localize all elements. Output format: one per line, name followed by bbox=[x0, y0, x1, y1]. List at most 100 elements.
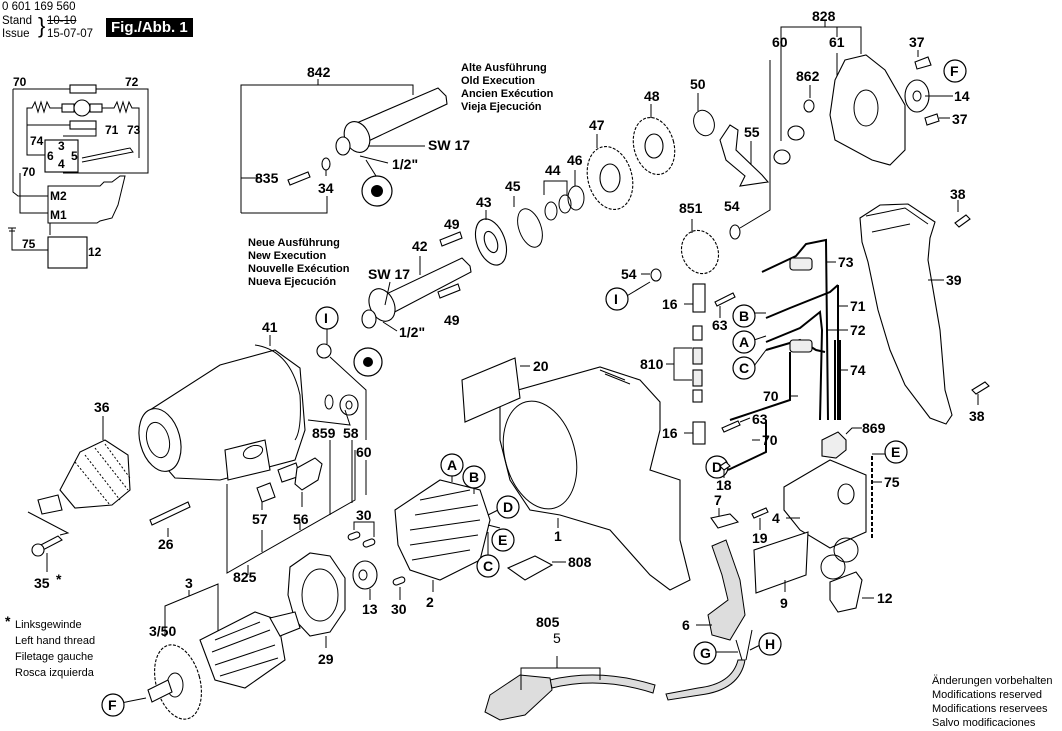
wire bbox=[63, 125, 97, 137]
label-18: 18 bbox=[716, 477, 732, 493]
footnote-fr: Filetage gauche bbox=[15, 651, 94, 663]
cord-wires bbox=[735, 629, 753, 661]
stand-value: 10-10 bbox=[47, 15, 77, 27]
callout-c-left-label: C bbox=[483, 558, 493, 574]
label-plate-20 bbox=[461, 357, 521, 423]
motor-symbol bbox=[73, 99, 91, 117]
field-windings bbox=[409, 489, 481, 561]
hex-socket-center-new bbox=[363, 357, 373, 367]
side-handle-group: 38 39 38 bbox=[859, 186, 990, 425]
label-3-50: 3/50 bbox=[149, 623, 176, 639]
washer-54-left bbox=[650, 268, 662, 282]
interference-suppressor bbox=[47, 236, 88, 269]
label-13: 13 bbox=[362, 601, 378, 617]
label-862: 862 bbox=[796, 68, 820, 84]
callout-c-left bbox=[476, 554, 500, 578]
leader-halfb bbox=[382, 321, 398, 332]
gear-housing-flange bbox=[829, 54, 906, 166]
wiring-label-12: 12 bbox=[88, 245, 102, 259]
leader-f bbox=[120, 697, 147, 704]
leader-a bbox=[753, 335, 767, 341]
callout-f-top-label: F bbox=[950, 63, 959, 79]
label-46: 46 bbox=[567, 152, 583, 168]
bushing-60a bbox=[787, 125, 805, 141]
label-56: 56 bbox=[293, 511, 309, 527]
old-execution-en: Old Execution bbox=[461, 75, 535, 87]
pin-30c bbox=[392, 576, 406, 586]
label-4: 4 bbox=[772, 510, 780, 526]
label-sw17-old: SW 17 bbox=[428, 137, 470, 153]
gear-housing-group: F 828 60 61 862 37 14 37 bbox=[772, 8, 970, 166]
screw-26 bbox=[149, 501, 191, 526]
spring-18 bbox=[719, 461, 731, 471]
resistor-72 bbox=[69, 84, 97, 94]
new-execution-es: Nueva Ejecución bbox=[248, 276, 337, 288]
label-49-bottom: 49 bbox=[444, 312, 460, 328]
circlip-44b bbox=[558, 194, 572, 214]
new-execution-fr: Nouvelle Exécution bbox=[248, 263, 350, 275]
armature-group: F 3 3/50 bbox=[101, 575, 301, 720]
leader-h bbox=[749, 644, 761, 651]
old-execution-note: Alte Ausführung Old Execution Ancien Exé… bbox=[461, 62, 553, 114]
bearing-13 bbox=[352, 560, 378, 590]
label-1: 1 bbox=[554, 528, 562, 544]
on-off-switch-4 bbox=[783, 459, 867, 549]
spindle-new-group: 42 49 49 SW 17 1/2" bbox=[353, 216, 472, 377]
callout-d-left-label: D bbox=[503, 499, 513, 515]
label-72: 72 bbox=[850, 322, 866, 338]
spindle-old-thread bbox=[335, 136, 351, 156]
label-44: 44 bbox=[545, 162, 561, 178]
washer-54-right bbox=[729, 224, 741, 240]
bracket-44 bbox=[543, 180, 568, 195]
label-26: 26 bbox=[158, 536, 174, 552]
callout-i-right bbox=[605, 287, 629, 311]
nameplate-9 bbox=[753, 531, 809, 594]
label-63-bottom: 63 bbox=[752, 411, 768, 427]
callout-i-left bbox=[315, 306, 339, 330]
brush-wiring-group: I B A bbox=[605, 60, 866, 479]
connector-72 bbox=[789, 339, 813, 353]
bushing-i bbox=[316, 343, 332, 359]
switch-lever bbox=[81, 147, 134, 163]
wire bbox=[63, 88, 149, 174]
bracket-825 bbox=[226, 450, 356, 574]
armature-windings bbox=[211, 621, 279, 677]
label-63-top: 63 bbox=[712, 317, 728, 333]
field-group: A B D E C 2 bbox=[394, 453, 520, 610]
label-16-bottom: 16 bbox=[662, 425, 678, 441]
bracket-3 bbox=[164, 583, 219, 637]
figure-label: Fig./Abb. 1 bbox=[106, 18, 193, 37]
label-5: 5 bbox=[553, 630, 561, 646]
label-37-bottom: 37 bbox=[952, 111, 968, 127]
leader-d bbox=[487, 509, 499, 516]
issue-label: Issue bbox=[2, 28, 30, 40]
wiring-label-74: 74 bbox=[30, 134, 44, 148]
circlip-859 bbox=[324, 394, 334, 410]
label-sw17-new: SW 17 bbox=[368, 266, 410, 282]
lock-button-7 bbox=[710, 513, 740, 529]
trigger-switch-outline bbox=[47, 175, 126, 224]
bracket-30 bbox=[353, 521, 375, 537]
fan-gear-3-50 bbox=[154, 644, 202, 720]
oring-34 bbox=[321, 157, 331, 171]
washer-58 bbox=[339, 394, 359, 416]
footnote: * Linksgewinde Left hand thread Filetage… bbox=[5, 613, 95, 681]
hex-socket-center bbox=[371, 185, 383, 197]
screw-63-top bbox=[714, 292, 736, 307]
callout-e-right bbox=[884, 440, 908, 464]
circlip-862 bbox=[803, 99, 815, 113]
leader-60-path bbox=[329, 356, 367, 440]
callout-i-right-label: I bbox=[614, 291, 618, 307]
chuck-36 bbox=[59, 439, 131, 509]
brush-left bbox=[61, 103, 75, 113]
label-45: 45 bbox=[505, 178, 521, 194]
bracket-810 bbox=[673, 347, 692, 381]
bracket-828 bbox=[780, 26, 862, 54]
switch-ring-lower bbox=[820, 554, 846, 580]
callout-f-top bbox=[943, 59, 967, 83]
brush-holder-16-top bbox=[692, 283, 706, 313]
resistor-71 bbox=[69, 120, 97, 130]
wiring-label-m2: M2 bbox=[50, 189, 67, 203]
callout-e-right-label: E bbox=[891, 444, 900, 460]
wire bbox=[19, 173, 48, 214]
